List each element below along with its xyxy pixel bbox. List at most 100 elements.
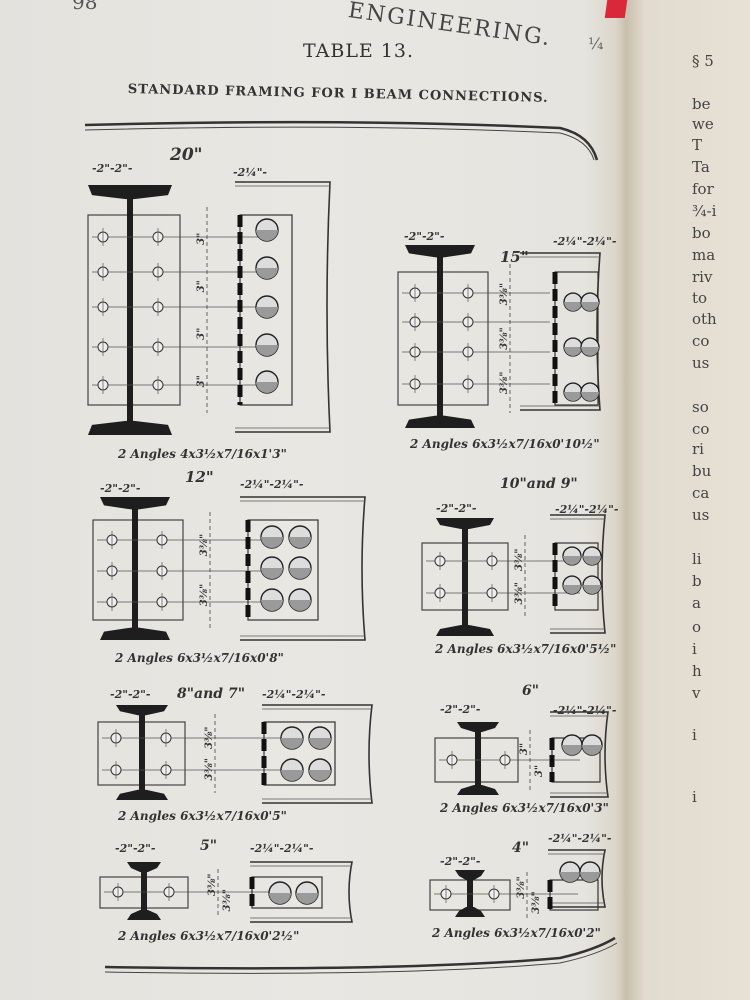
rivet-shading	[583, 585, 601, 594]
top-dimension-right: -2¼"-	[233, 166, 267, 179]
facing-page-line: so	[692, 398, 709, 416]
facing-page-line: be	[692, 95, 711, 113]
outstanding-leg-plate	[263, 721, 336, 786]
supporting-beam-outline	[250, 861, 353, 923]
top-dimension-right: -2¼"-2¼"-	[240, 478, 304, 491]
diagram-caption: 2 Angles 6x3½x7/16x0'3"	[439, 801, 609, 815]
outstanding-leg-plate	[247, 519, 319, 621]
facing-page-line: Ta	[692, 158, 710, 176]
supporting-beam-outline	[550, 711, 609, 798]
bottom-rule-thin	[104, 942, 618, 974]
rivet-shading	[562, 745, 582, 755]
vertical-dimension-label: 3⅜"	[222, 889, 233, 912]
vertical-dimension-label: 3⅜"	[199, 534, 210, 557]
beam-size-label: 12"	[185, 468, 214, 486]
vertical-dimension-label: 3"	[196, 280, 207, 292]
rivet-shading	[289, 568, 311, 579]
facing-page-line: T	[692, 136, 703, 154]
rivet-shading	[581, 392, 599, 401]
facing-page-line: for	[692, 180, 714, 198]
top-dimension-right: -2¼"-2¼"-	[555, 503, 619, 516]
rivet-shading	[269, 893, 291, 904]
beam-size-label: 6"	[522, 683, 539, 699]
facing-page-line: co	[692, 332, 710, 350]
vertical-dimension-label: 3"	[196, 233, 207, 245]
diagram-caption: 2 Angles 6x3½x7/16x0'5½"	[434, 642, 616, 656]
i-beam-web	[132, 497, 138, 640]
top-dimension-right: -2¼"-2¼"-	[250, 842, 314, 855]
diagram-caption: 2 Angles 6x3½x7/16x0'2½"	[117, 929, 299, 943]
top-dimension-left: -2"-2"-	[100, 482, 141, 495]
supporting-beam-outline	[520, 252, 601, 411]
beam-size-label: 15"	[500, 248, 529, 266]
facing-page-line: ¾-i	[692, 202, 717, 220]
rivet-shading	[261, 568, 283, 579]
supporting-beam-outline	[240, 496, 366, 641]
facing-page-line: to	[692, 289, 708, 307]
rivet-shading	[256, 268, 278, 279]
rivet-shading	[261, 600, 283, 611]
rivet-shading	[581, 302, 599, 311]
vertical-dimension-label: 3⅜"	[207, 873, 218, 896]
diagram-caption: 2 Angles 4x3½x7/16x1'3"	[117, 447, 287, 461]
top-dimension-right: -2¼"-2¼"-	[553, 235, 617, 248]
top-dimension-right: -2¼"-2¼"-	[262, 688, 326, 701]
top-dimension-left: -2"-2"-	[115, 842, 156, 855]
vertical-dimension-label: 3"	[534, 765, 545, 777]
vertical-dimension-label: 3⅜"	[531, 891, 542, 914]
outstanding-leg-plate	[251, 876, 323, 909]
rivet-shading	[256, 230, 278, 241]
rivet-shading	[582, 745, 602, 755]
rivet-shading	[309, 738, 331, 749]
top-dimension-left: -2"-2"-	[92, 162, 133, 175]
rivet-shading	[281, 770, 303, 781]
facing-page-line: bu	[692, 462, 712, 480]
facing-page-line: li	[692, 550, 702, 568]
facing-page-line: riv	[692, 268, 713, 286]
rivet-shading	[563, 585, 581, 594]
rivet-shading	[583, 556, 601, 565]
facing-page-line: i	[692, 640, 697, 658]
facing-section-mark: § 5	[692, 52, 714, 70]
supporting-beam-outline	[262, 704, 373, 804]
outstanding-leg-plate	[554, 271, 599, 406]
vertical-dimension-label: 3⅜"	[514, 548, 525, 571]
rivet-shading	[580, 872, 600, 882]
top-rule-thin	[84, 126, 595, 161]
vertical-dimension-label: 3"	[519, 743, 530, 755]
facing-page-line: bo	[692, 224, 711, 242]
top-dimension-right: -2¼"-2¼"-	[548, 832, 612, 845]
i-beam-web	[467, 870, 473, 917]
vertical-dimension-label: 3⅜"	[499, 327, 510, 350]
diagram-caption: 2 Angles 6x3½x7/16x0'2"	[431, 926, 601, 940]
supporting-beam-outline	[550, 514, 606, 634]
facing-page-line: ca	[692, 484, 710, 502]
beam-size-label: 5"	[200, 838, 217, 854]
facing-page-line: i	[692, 726, 697, 744]
vertical-dimension-label: 3⅜"	[499, 372, 510, 395]
top-dimension-right: -2¼"-2¼"-	[553, 704, 617, 717]
rivet-shading	[261, 537, 283, 548]
facing-page-line: i	[692, 788, 697, 806]
top-rule	[84, 120, 599, 161]
i-beam-web	[139, 705, 145, 800]
beam-size-label: 4"	[512, 840, 529, 856]
facing-page-line: a	[692, 594, 701, 612]
vertical-dimension-label: 3⅜"	[204, 726, 215, 749]
rivet-shading	[296, 893, 318, 904]
facing-page-line: v	[692, 684, 701, 702]
facing-page-line: o	[692, 618, 702, 636]
page-number: 98	[72, 0, 98, 14]
rivet-shading	[256, 382, 278, 393]
vertical-dimension-label: 3⅜"	[499, 283, 510, 306]
facing-page-line: oth	[692, 310, 717, 328]
diagram-caption: 2 Angles 6x3½x7/16x0'10½"	[409, 437, 600, 451]
vertical-dimension-label: 3⅜"	[516, 876, 527, 899]
rivet-shading	[564, 302, 582, 311]
facing-page-line: ri	[692, 440, 704, 458]
vertical-dimension-label: 3"	[196, 328, 207, 340]
table-title: TABLE 13.	[303, 40, 415, 62]
rivet-shading	[563, 556, 581, 565]
facing-page-line: us	[692, 354, 710, 372]
